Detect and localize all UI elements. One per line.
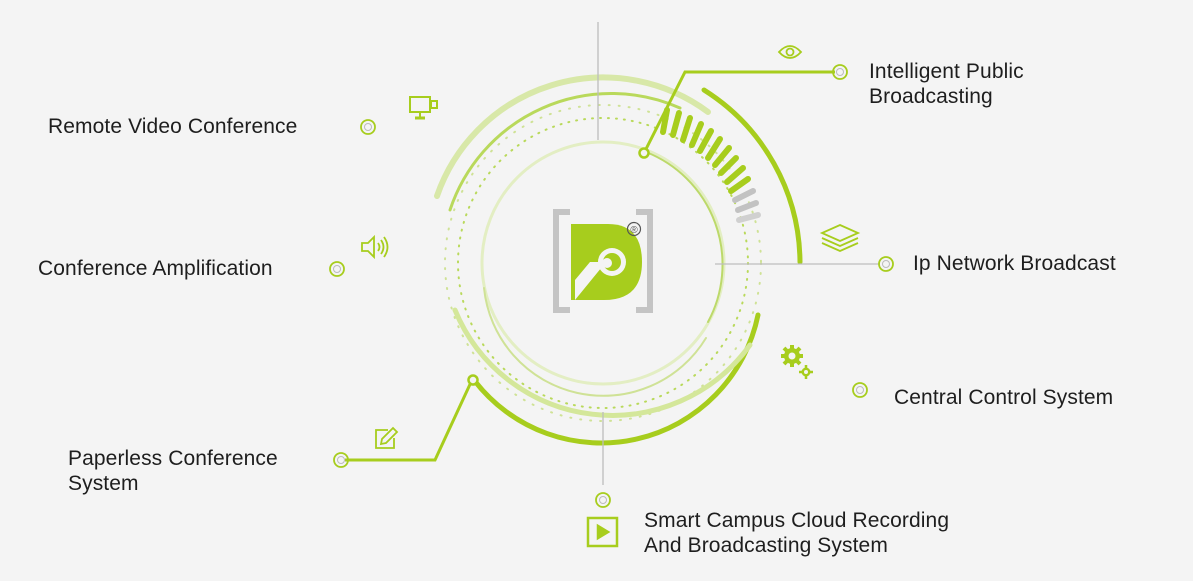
eye-icon — [777, 45, 803, 59]
label-central-control-system: Central Control System — [894, 386, 1114, 409]
connector-dot-broadcasting — [638, 147, 650, 159]
dotted-ring — [457, 117, 749, 409]
outer-arc-light — [434, 74, 711, 199]
label-smart-campus-cloud-recording: Smart Campus Cloud Recording And Broadca… — [644, 509, 950, 557]
tick-band — [660, 107, 761, 223]
target-ip-network — [878, 256, 894, 272]
label-intelligent-public-broadcasting: Intelligent Public Broadcasting — [869, 60, 1024, 108]
outer-arc-right — [701, 87, 803, 265]
target-broadcasting — [832, 64, 848, 80]
monitor-icon — [409, 96, 438, 120]
dotted-ring-outer — [444, 104, 762, 422]
mid-arc-upper — [448, 92, 682, 212]
decorative-rings — [434, 74, 803, 446]
speaker-icon — [361, 234, 389, 260]
registered-mark: ® — [630, 225, 638, 236]
target-central-control — [852, 382, 868, 398]
layers-icon — [819, 224, 861, 252]
target-campus — [595, 492, 611, 508]
gears-icon — [781, 345, 813, 379]
label-conference-amplification: Conference Amplification — [38, 257, 273, 280]
label-remote-video-conference: Remote Video Conference — [48, 115, 298, 138]
label-paperless-conference-system: Paperless Conference System — [68, 447, 278, 495]
target-paperless — [333, 452, 349, 468]
play-video-icon — [586, 516, 619, 548]
inner-arc-green — [645, 151, 724, 323]
label-ip-network-broadcast: Ip Network Broadcast — [913, 252, 1116, 275]
inner-ring — [480, 140, 726, 386]
connector-broadcasting — [642, 70, 835, 154]
connectors — [342, 70, 852, 492]
end-markers — [329, 64, 894, 508]
edit-icon — [375, 426, 399, 449]
target-remote-video — [360, 119, 376, 135]
connector-paperless — [345, 379, 474, 462]
lower-inner-arc — [483, 287, 707, 397]
outer-arc-bottom — [471, 312, 761, 446]
connector-dot-paperless — [467, 374, 479, 386]
lower-large-arc — [452, 307, 753, 418]
target-amplification — [329, 261, 345, 277]
company-logo-d — [553, 209, 653, 313]
